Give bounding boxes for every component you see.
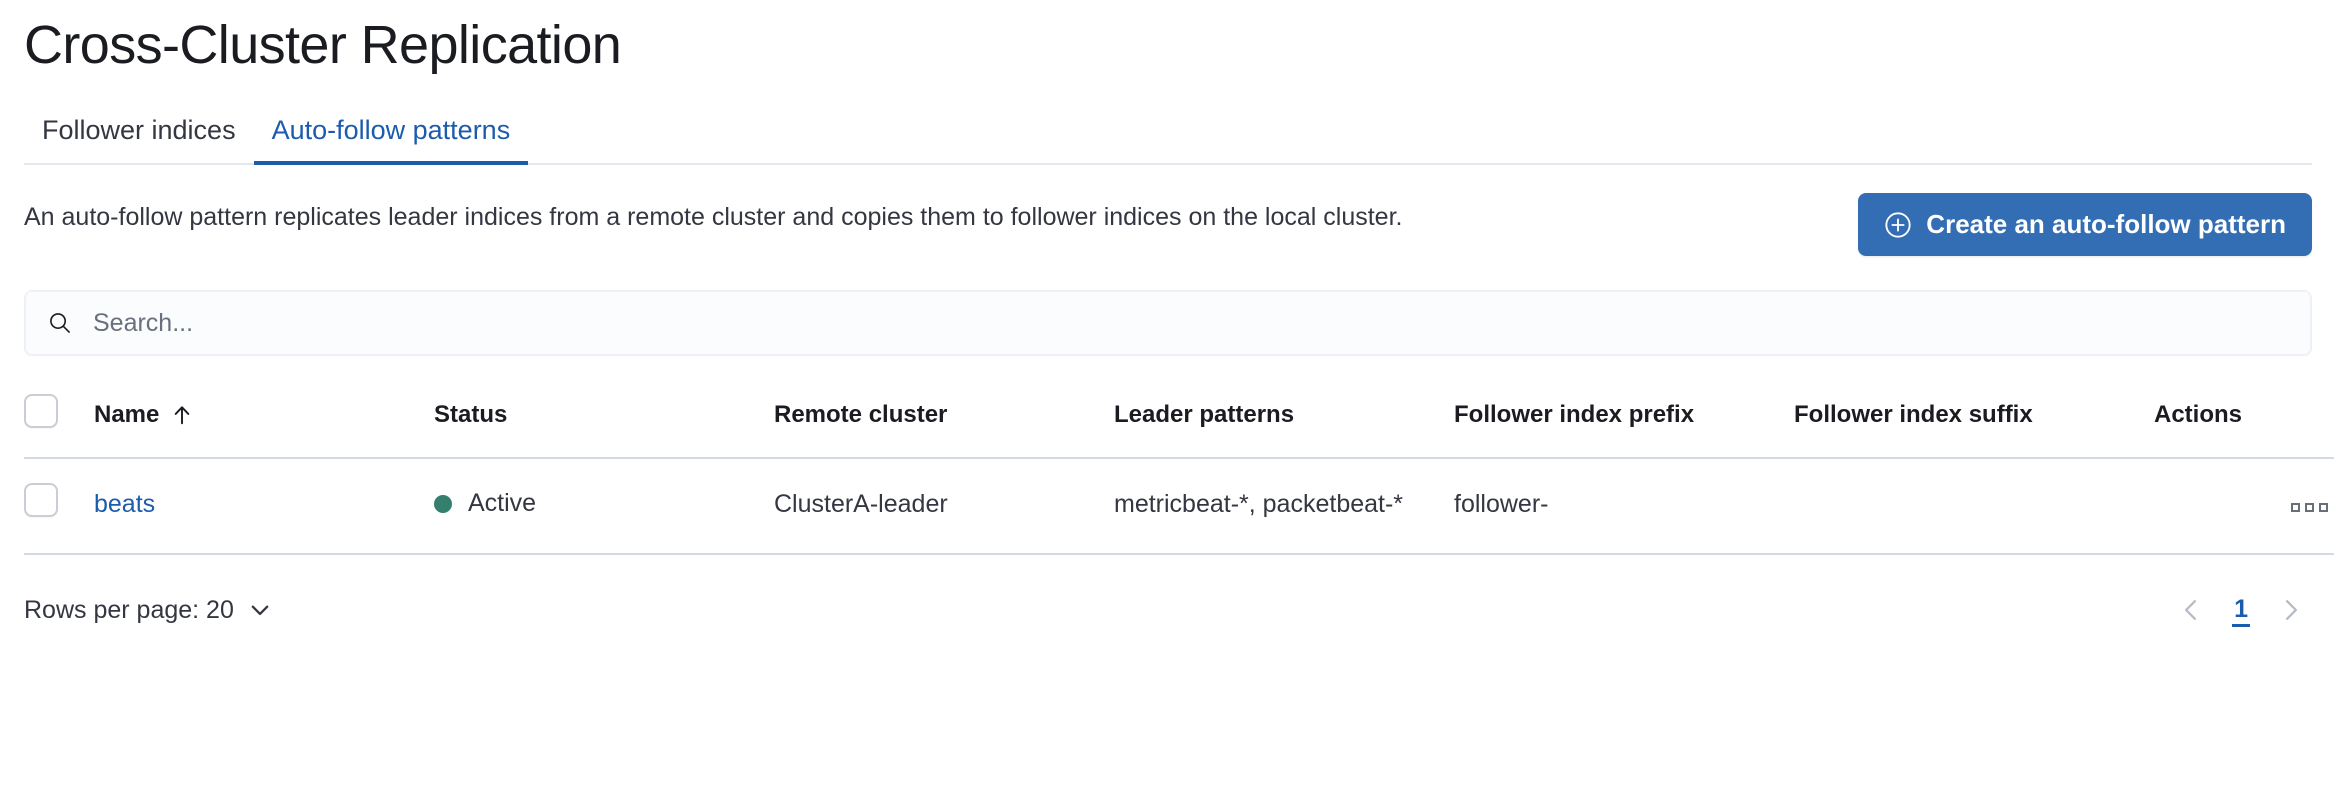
tab-follower-indices[interactable]: Follower indices [42, 115, 236, 146]
column-header-name-label: Name [94, 400, 160, 428]
tab-bar: Follower indices Auto-follow patterns [24, 109, 2312, 166]
cell-follower-index-suffix [1794, 458, 2154, 556]
sort-up-arrow-icon [175, 406, 190, 425]
pattern-name-link[interactable]: beats [94, 490, 156, 519]
select-all-header [24, 382, 94, 460]
column-header-status[interactable]: Status [434, 382, 774, 460]
column-header-leader-patterns[interactable]: Leader patterns [1114, 382, 1454, 460]
plus-in-circle-icon [1885, 212, 1911, 238]
rows-per-page-selector[interactable]: Rows per page: 20 [24, 596, 272, 625]
intro-description: An auto-follow pattern replicates leader… [24, 203, 1403, 232]
rows-per-page-label: Rows per page: 20 [24, 595, 234, 624]
status-label: Active [468, 489, 537, 518]
create-auto-follow-pattern-button[interactable]: Create an auto-follow pattern [1858, 193, 2312, 257]
search-input[interactable] [93, 291, 2289, 356]
column-header-follower-index-prefix[interactable]: Follower index prefix [1454, 382, 1794, 460]
search-icon [50, 313, 70, 334]
column-header-remote-cluster[interactable]: Remote cluster [774, 382, 1114, 460]
pagination-page-1[interactable]: 1 [2232, 594, 2250, 627]
column-header-follower-index-suffix[interactable]: Follower index suffix [1794, 382, 2154, 460]
table-footer: Rows per page: 20 1 [24, 585, 2312, 635]
cell-leader-patterns: metricbeat-*, packetbeat-* [1114, 458, 1454, 556]
cell-actions [2154, 458, 2334, 556]
status-dot-icon [434, 495, 452, 514]
column-header-actions: Actions [2154, 382, 2334, 460]
search-bar[interactable] [24, 290, 2312, 357]
chevron-left-icon[interactable] [2178, 597, 2204, 623]
cell-follower-index-prefix: follower- [1454, 458, 1794, 556]
select-all-checkbox[interactable] [24, 394, 58, 429]
row-actions-ellipsis-icon[interactable] [2285, 497, 2334, 518]
pagination: 1 [2178, 594, 2312, 627]
intro-row: An auto-follow pattern replicates leader… [24, 193, 2312, 257]
tab-auto-follow-patterns[interactable]: Auto-follow patterns [253, 117, 529, 166]
chevron-down-icon [251, 605, 269, 616]
row-select-cell [24, 458, 94, 556]
cell-status: Active [434, 458, 774, 556]
page-title: Cross-Cluster Replication [24, 15, 622, 75]
chevron-right-icon[interactable] [2278, 597, 2304, 623]
cell-name: beats [94, 458, 434, 556]
cell-remote-cluster: ClusterA-leader [774, 458, 1114, 556]
create-button-label: Create an auto-follow pattern [1926, 209, 2286, 240]
row-select-checkbox[interactable] [24, 483, 58, 518]
column-header-name[interactable]: Name [94, 382, 434, 460]
table-row: beats Active ClusterA-leader metricbeat-… [24, 458, 2334, 556]
auto-follow-patterns-table: Name Status Remote cluster Leader patter… [24, 382, 2334, 556]
table-header-row: Name Status Remote cluster Leader patter… [24, 382, 2334, 460]
